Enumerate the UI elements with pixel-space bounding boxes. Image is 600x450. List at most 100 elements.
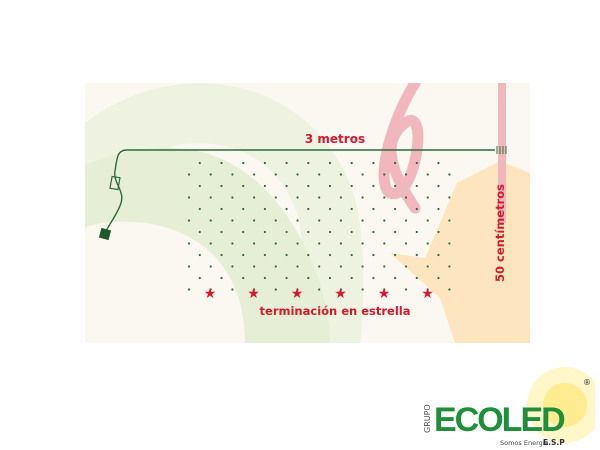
plug-icon bbox=[98, 227, 112, 241]
led-bulb bbox=[253, 288, 256, 291]
led-bulb bbox=[361, 242, 364, 245]
led-bulb bbox=[307, 276, 310, 280]
logo-suffix: E.S.P bbox=[543, 438, 565, 447]
led-bulb bbox=[263, 161, 266, 165]
led-bulb bbox=[296, 219, 299, 222]
led-bulb bbox=[231, 265, 234, 268]
led-bulb bbox=[448, 265, 451, 268]
star-icon: ★ bbox=[291, 286, 304, 302]
led-bulb bbox=[198, 207, 201, 211]
led-bulb bbox=[263, 207, 266, 211]
led-bulb bbox=[274, 242, 277, 245]
led-bulb bbox=[220, 184, 223, 188]
led-bulb bbox=[448, 242, 451, 245]
led-bulb bbox=[383, 219, 386, 222]
led-bulb bbox=[220, 230, 223, 234]
led-bulb bbox=[274, 265, 277, 268]
led-bulb bbox=[187, 242, 191, 245]
led-bulb bbox=[209, 265, 212, 268]
led-bulb bbox=[415, 253, 418, 257]
led-bulb bbox=[231, 288, 234, 291]
led-bulb bbox=[394, 161, 397, 165]
led-bulb bbox=[274, 173, 277, 176]
led-bulb bbox=[318, 173, 321, 176]
led-bulb bbox=[318, 242, 321, 245]
led-bulb bbox=[394, 230, 397, 234]
led-bulb bbox=[285, 207, 288, 211]
led-bulb bbox=[307, 184, 310, 188]
led-bulb bbox=[383, 265, 386, 268]
led-bulb bbox=[372, 207, 375, 211]
led-bulb bbox=[198, 161, 201, 165]
led-bulb bbox=[383, 173, 386, 176]
led-bulb bbox=[437, 161, 440, 165]
end-connector bbox=[496, 146, 507, 154]
led-bulb bbox=[231, 173, 234, 176]
led-bulb bbox=[242, 161, 245, 165]
led-bulb bbox=[242, 230, 245, 234]
sun-icon bbox=[543, 383, 587, 427]
led-bulb bbox=[426, 173, 429, 176]
led-bulb bbox=[220, 161, 223, 165]
led-bulb bbox=[187, 173, 191, 176]
led-bulb bbox=[415, 207, 418, 211]
led-bulb bbox=[296, 173, 299, 176]
green-arc-outer bbox=[85, 83, 364, 343]
led-bulb bbox=[350, 253, 353, 257]
led-bulb bbox=[426, 288, 429, 291]
led-bulb bbox=[372, 161, 375, 165]
led-bulb bbox=[253, 219, 256, 222]
led-bulb bbox=[437, 253, 440, 257]
led-bulb bbox=[198, 253, 201, 257]
led-bulb bbox=[448, 219, 451, 222]
led-bulb bbox=[242, 253, 245, 257]
led-bulb bbox=[404, 288, 408, 291]
star-icon: ★ bbox=[378, 286, 391, 302]
logo-tagline: Somos Energía bbox=[500, 439, 549, 447]
led-bulb bbox=[209, 219, 212, 222]
led-bulb bbox=[318, 219, 321, 222]
product-diagram: ★★★★★★ 3 metros terminación en estrella … bbox=[85, 83, 530, 343]
led-bulb bbox=[415, 161, 418, 165]
led-bulb bbox=[404, 173, 408, 176]
led-bulb bbox=[404, 242, 408, 245]
led-bulb bbox=[285, 276, 288, 280]
led-bulb bbox=[404, 196, 408, 199]
led-bulb bbox=[253, 242, 256, 245]
led-bulb bbox=[253, 196, 256, 199]
led-bulb bbox=[328, 207, 332, 211]
led-bulb bbox=[307, 207, 310, 211]
led-bulb bbox=[361, 196, 364, 199]
led-bulb bbox=[263, 253, 266, 257]
fuse-icon bbox=[109, 175, 121, 191]
led-bulb bbox=[383, 288, 386, 291]
led-bulb bbox=[404, 265, 408, 268]
led-bulb bbox=[285, 161, 288, 165]
star-icon: ★ bbox=[334, 286, 347, 302]
led-bulb bbox=[448, 173, 451, 176]
led-bulb bbox=[231, 219, 234, 222]
led-bulb bbox=[350, 184, 353, 188]
led-bulb bbox=[404, 219, 408, 222]
led-bulb bbox=[426, 196, 429, 199]
led-bulb bbox=[437, 184, 440, 188]
logo-group-text: GRUPO bbox=[423, 404, 432, 433]
led-bulb bbox=[198, 184, 201, 188]
led-bulb bbox=[209, 196, 212, 199]
ending-label: terminación en estrella bbox=[260, 304, 411, 318]
led-bulb bbox=[187, 288, 191, 291]
led-bulb bbox=[361, 219, 364, 222]
led-bulb bbox=[448, 196, 451, 199]
led-bulb bbox=[253, 265, 256, 268]
led-bulb bbox=[328, 253, 332, 257]
led-bulb bbox=[328, 230, 332, 234]
led-bulb bbox=[372, 230, 375, 234]
led-bulb bbox=[426, 219, 429, 222]
led-bulb bbox=[339, 288, 342, 291]
led-bulb bbox=[209, 242, 212, 245]
logo-registered: ® bbox=[583, 378, 591, 387]
led-bulb bbox=[372, 184, 375, 188]
led-grid bbox=[187, 161, 451, 291]
led-bulb bbox=[242, 207, 245, 211]
led-bulb bbox=[220, 276, 223, 280]
